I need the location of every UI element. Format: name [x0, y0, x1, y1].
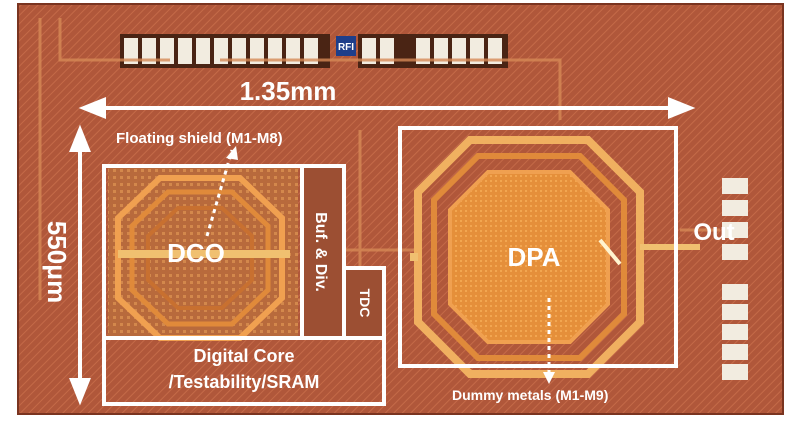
- bond-pad-top: [124, 38, 138, 64]
- digital-core-box: [102, 336, 386, 406]
- floating-shield-pointer: [205, 149, 234, 237]
- bond-pad-right: [722, 222, 748, 238]
- bond-pad-top: [380, 38, 394, 64]
- dummy-metals-arrowhead: [543, 372, 555, 384]
- dco-label: DCO: [167, 238, 225, 268]
- bond-pad-right: [722, 200, 748, 216]
- buffer-block: [302, 168, 342, 336]
- bond-pad-top: [304, 38, 318, 64]
- height-arrow: [69, 124, 91, 406]
- width-arrow: [78, 97, 696, 119]
- digital-core-label-line2: /Testability/SRAM: [169, 372, 320, 392]
- buf-div-label: Buf. & Div.: [312, 212, 329, 292]
- bond-pad-top: [470, 38, 484, 64]
- bond-pad-top: [196, 38, 210, 64]
- tdc-label: TDC: [357, 289, 373, 318]
- bond-pad-top: [268, 38, 282, 64]
- svg-text:RFI: RFI: [338, 42, 354, 53]
- floating-shield-label: Floating shield (M1-M8): [116, 130, 283, 147]
- bond-pad-top: [160, 38, 174, 64]
- bond-pad-top: [142, 38, 156, 64]
- dco-inductor: [108, 168, 298, 341]
- bond-pad-top: [416, 38, 430, 64]
- floating-shield-arrowhead: [226, 146, 238, 160]
- width-dimension: 1.35mm: [240, 76, 337, 106]
- annotation-boxes: [102, 126, 678, 406]
- dpa-inductor: [410, 136, 700, 378]
- out-label: Out: [693, 219, 734, 246]
- bond-pad-top: [232, 38, 246, 64]
- bond-pad-right: [722, 178, 748, 194]
- bond-pad-top: [434, 38, 448, 64]
- height-dimension: 550μm: [42, 221, 72, 303]
- bond-pad-right: [722, 344, 748, 360]
- dpa-box: [398, 126, 678, 368]
- bond-pad-right: [722, 324, 748, 340]
- bond-pad-top: [178, 38, 192, 64]
- dummy-metals-label: Dummy metals (M1-M9): [452, 387, 608, 403]
- dpa-label: DPA: [508, 242, 561, 272]
- bond-pad-right: [722, 284, 748, 300]
- tdc-block: [346, 270, 382, 336]
- bond-pad-top: [488, 38, 502, 64]
- bond-pad-top: [214, 38, 228, 64]
- bond-pad-top: [286, 38, 300, 64]
- bond-pad-top: [362, 38, 376, 64]
- logo: RFI: [336, 36, 356, 56]
- bond-pad-right: [722, 364, 748, 380]
- bond-pad-top: [250, 38, 264, 64]
- bond-pad-right: [722, 244, 748, 260]
- bond-pad-right: [722, 304, 748, 320]
- digital-core-label-line1: Digital Core: [193, 346, 294, 366]
- bond-pad-top: [452, 38, 466, 64]
